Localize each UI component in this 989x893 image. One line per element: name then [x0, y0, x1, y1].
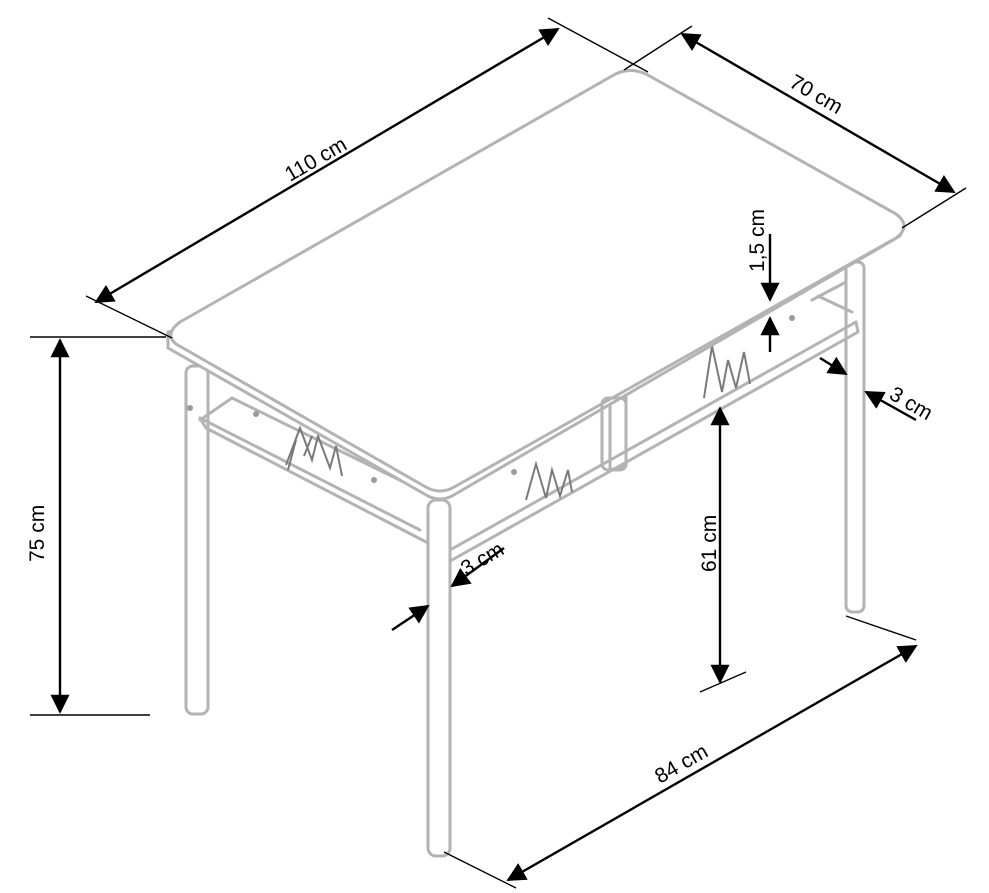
front-left-leg — [426, 498, 452, 858]
apron-decoration-left — [285, 425, 343, 477]
dim-clearance-ext — [699, 671, 747, 693]
dim-span-arrow — [506, 644, 918, 882]
dimension-lines — [30, 17, 967, 889]
dim-leg-right-arrow-b — [864, 390, 917, 422]
apron-bolt-1 — [253, 411, 259, 417]
table-top — [169, 69, 906, 493]
label-length: 110 cm — [281, 133, 351, 187]
dim-width-ext-left — [623, 25, 693, 71]
dim-span-ext-left — [443, 851, 517, 889]
left-apron — [198, 396, 432, 546]
dim-width-ext-right — [901, 187, 967, 229]
apron-bolt-5 — [187, 405, 193, 411]
table-illustration — [166, 69, 906, 858]
label-height: 75 cm — [26, 505, 49, 562]
label-thickness: 1,5 cm — [746, 209, 769, 272]
front-apron — [448, 320, 860, 562]
dim-span-ext-right — [845, 615, 917, 641]
label-leg-right: 3 cm — [886, 382, 937, 425]
front-right-leg-upper — [600, 396, 628, 472]
dim-length-ext-left — [85, 295, 173, 339]
dim-length-ext-right — [547, 17, 649, 73]
back-apron — [198, 280, 854, 422]
dim-leg-front-arrow-b — [391, 604, 430, 631]
dim-length-arrow — [94, 27, 560, 304]
apron-bolt-4 — [789, 315, 795, 321]
apron-bolt-2 — [371, 477, 377, 483]
dim-leg-front-arrow-a — [450, 547, 505, 588]
label-clearance: 61 cm — [698, 515, 721, 572]
back-right-leg — [844, 260, 866, 614]
dim-leg-right-arrow-a — [819, 356, 848, 376]
dim-width-arrow — [680, 32, 956, 194]
apron-bolt-3 — [511, 469, 517, 475]
